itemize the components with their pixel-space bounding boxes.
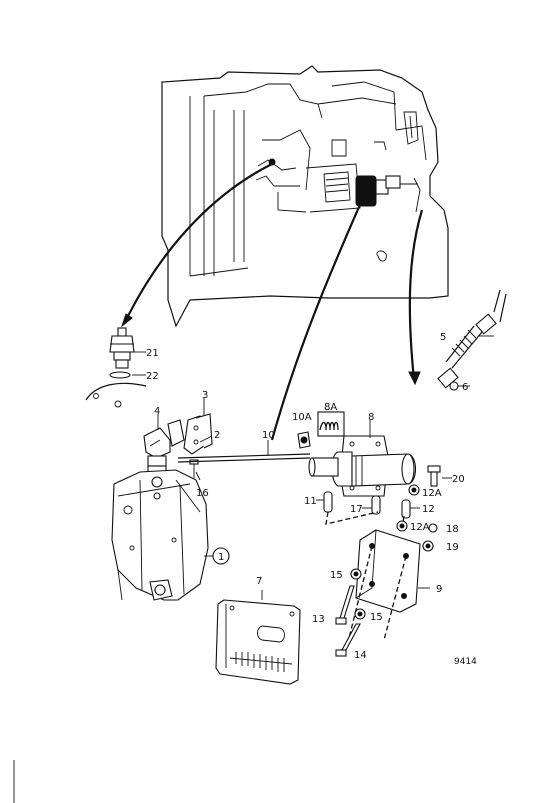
callout-14: 14 bbox=[354, 650, 367, 661]
callout-12A-top: 12A bbox=[422, 488, 442, 499]
pin-12 bbox=[401, 499, 420, 519]
callout-8: 8 bbox=[368, 412, 374, 423]
washer-15-bottom bbox=[354, 608, 366, 620]
callout-16: 16 bbox=[196, 488, 209, 499]
callout-12: 12 bbox=[422, 504, 435, 515]
fitting-10A bbox=[297, 431, 311, 449]
washer-15-top bbox=[350, 568, 362, 580]
pressure-switch-21 bbox=[109, 327, 146, 369]
callout-18: 18 bbox=[446, 524, 459, 535]
callout-labels: 1 2 3 4 5 6 7 8 8A 9 10 10A 11 12 12A 12… bbox=[146, 332, 468, 661]
callout-8A: 8A bbox=[324, 402, 337, 413]
cylinder-8 bbox=[308, 420, 417, 497]
nut-12A-top bbox=[408, 484, 420, 496]
callout-5: 5 bbox=[440, 332, 446, 343]
washer-22 bbox=[85, 371, 147, 408]
callout-15-top: 15 bbox=[330, 570, 343, 581]
spring-8A bbox=[317, 411, 345, 437]
callout-7: 7 bbox=[256, 576, 262, 587]
callout-circle-1 bbox=[212, 547, 230, 565]
cover-plate-7 bbox=[215, 590, 301, 685]
pipe-10 bbox=[177, 440, 311, 463]
bolt-20 bbox=[427, 465, 452, 487]
callout-6: 6 bbox=[462, 382, 468, 393]
drawing-reference-number: 9414 bbox=[454, 657, 477, 667]
callout-22: 22 bbox=[146, 371, 159, 382]
pin-17 bbox=[362, 495, 381, 515]
callout-13: 13 bbox=[312, 614, 325, 625]
washer-19 bbox=[422, 540, 434, 552]
callout-9: 9 bbox=[436, 584, 442, 595]
engine-block-outline bbox=[161, 65, 449, 328]
callout-1: 1 bbox=[218, 552, 224, 563]
nut-18 bbox=[428, 523, 438, 533]
callout-15-bottom: 15 bbox=[370, 612, 383, 623]
clip-16 bbox=[195, 471, 201, 481]
callout-2: 2 bbox=[214, 430, 220, 441]
bolt-13 bbox=[335, 585, 355, 625]
callout-19: 19 bbox=[446, 542, 459, 553]
bracket-3 bbox=[183, 398, 213, 455]
callout-12A-mid: 12A bbox=[410, 522, 430, 533]
callout-17: 17 bbox=[350, 504, 363, 515]
mounting-plate-9 bbox=[355, 529, 430, 613]
expansion-tank-1 bbox=[111, 459, 230, 601]
callout-3: 3 bbox=[202, 390, 208, 401]
bolt-14 bbox=[335, 623, 361, 657]
callout-20: 20 bbox=[452, 474, 465, 485]
alignment-lines bbox=[325, 511, 407, 651]
hose-assembly-5 bbox=[445, 289, 507, 369]
callout-10: 10 bbox=[262, 430, 275, 441]
leader-lines bbox=[120, 163, 424, 441]
callout-10A: 10A bbox=[292, 412, 312, 423]
hose-fitting-6 bbox=[437, 367, 470, 391]
callout-21: 21 bbox=[146, 348, 159, 359]
pin-11 bbox=[316, 491, 333, 513]
callout-4: 4 bbox=[154, 406, 160, 417]
callout-11: 11 bbox=[304, 496, 317, 507]
